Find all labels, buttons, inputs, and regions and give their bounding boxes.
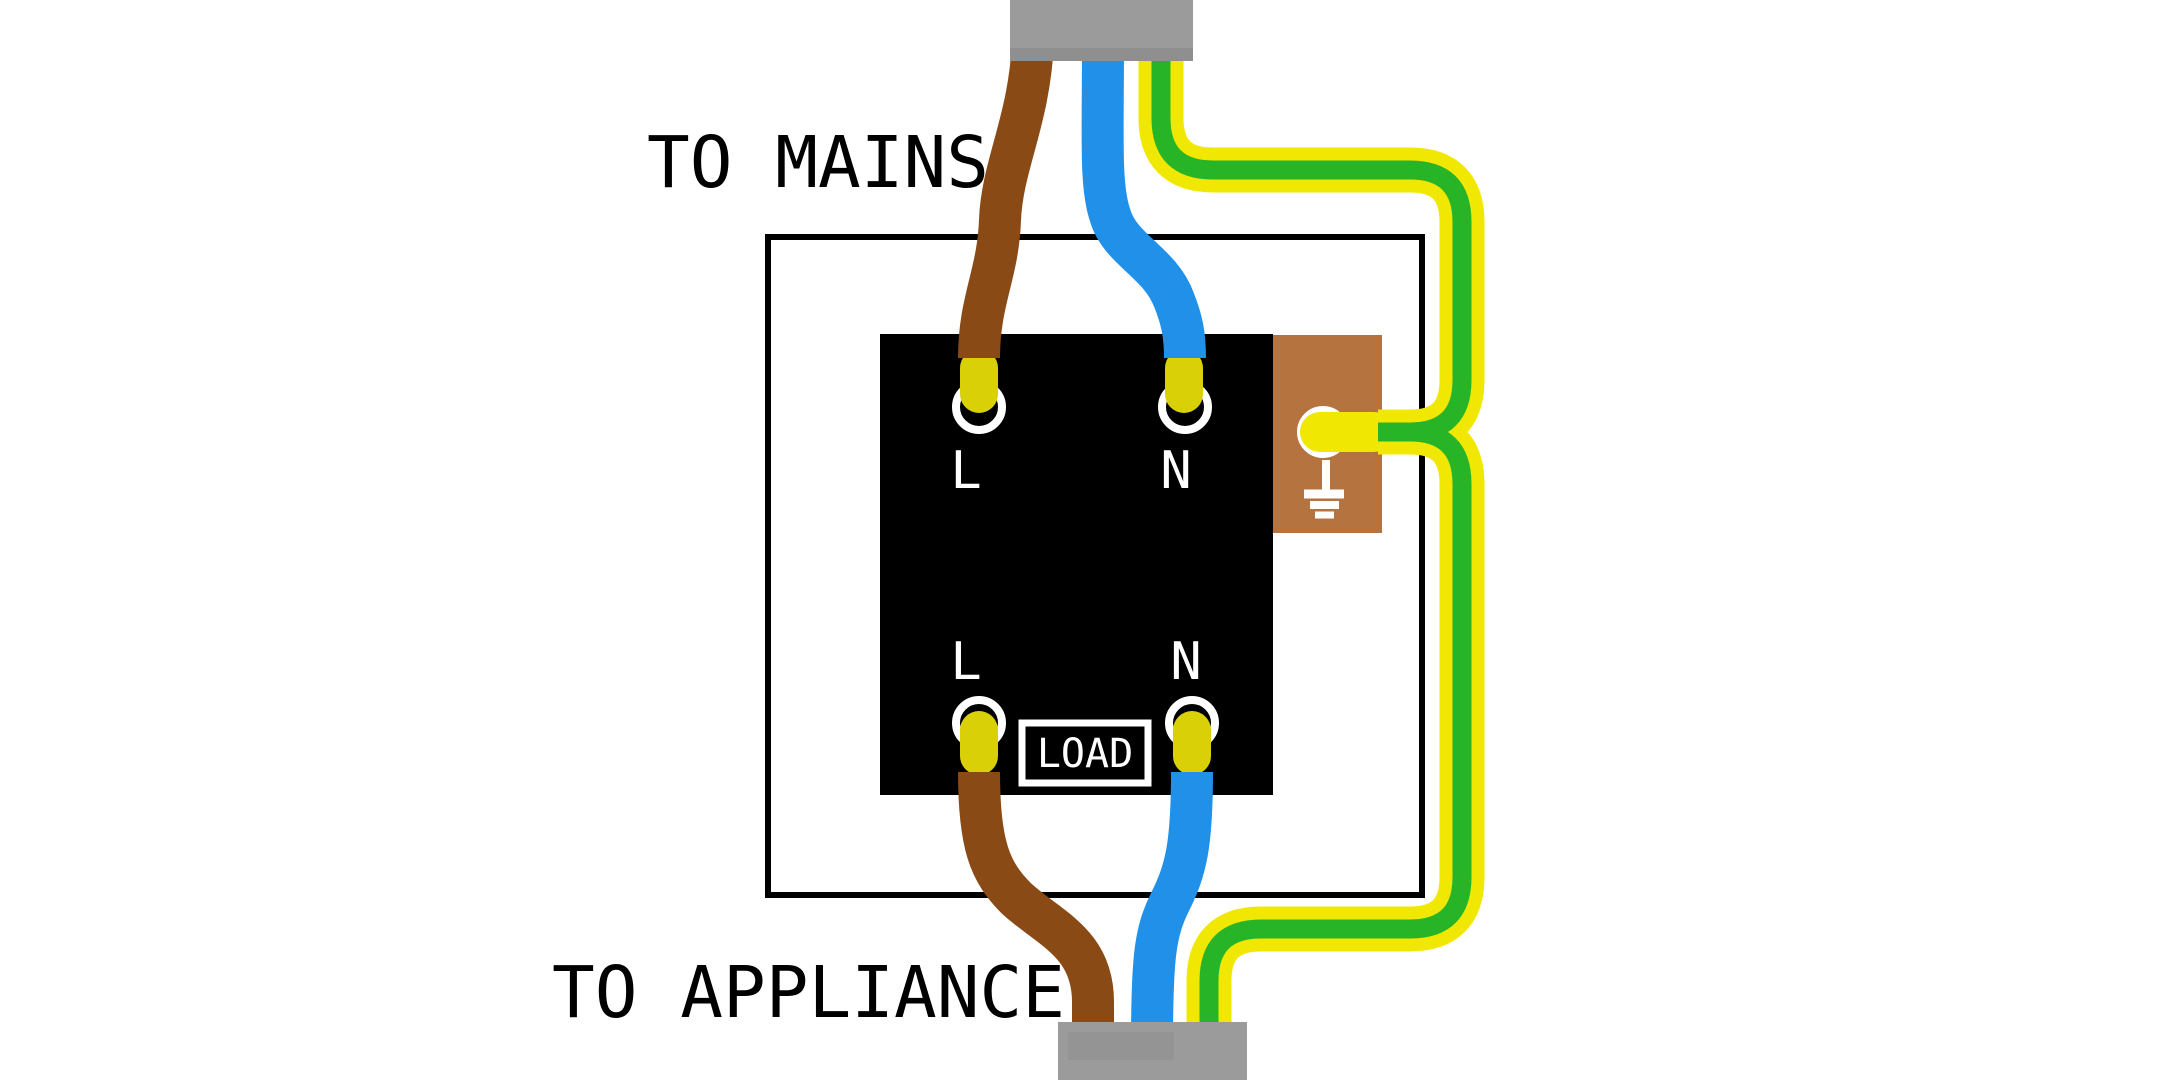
earth-ground-icon [1304,460,1344,519]
label-live-bottom: L [950,632,981,692]
label-neutral-bottom: N [1170,632,1201,692]
earth-wire-mains-green-stripe [1151,40,1472,442]
wire-tips [960,349,1211,775]
mains-cable-sheath [1010,0,1193,61]
live-wire-mains [958,38,1054,359]
live-wire-appliance [958,771,1114,1045]
mains-sheath-edge [1010,48,1193,61]
load-box-outline [1018,719,1152,787]
appliance-cable-sheath [1058,1022,1247,1080]
caption-to-mains: TO MAINS [647,121,989,204]
mains-sheath-body [1010,0,1193,50]
load-label: LOAD [1037,731,1133,777]
label-live-top: L [950,441,981,501]
neutral-wire-appliance [1131,771,1213,1046]
caption-to-appliance: TO APPLIANCE [552,951,1065,1034]
earth-wire-appliance-green-stripe [1199,422,1472,1045]
neutral-wire-mains [1081,39,1206,359]
label-neutral-top: N [1160,441,1191,501]
appliance-sheath-shade [1068,1032,1174,1060]
